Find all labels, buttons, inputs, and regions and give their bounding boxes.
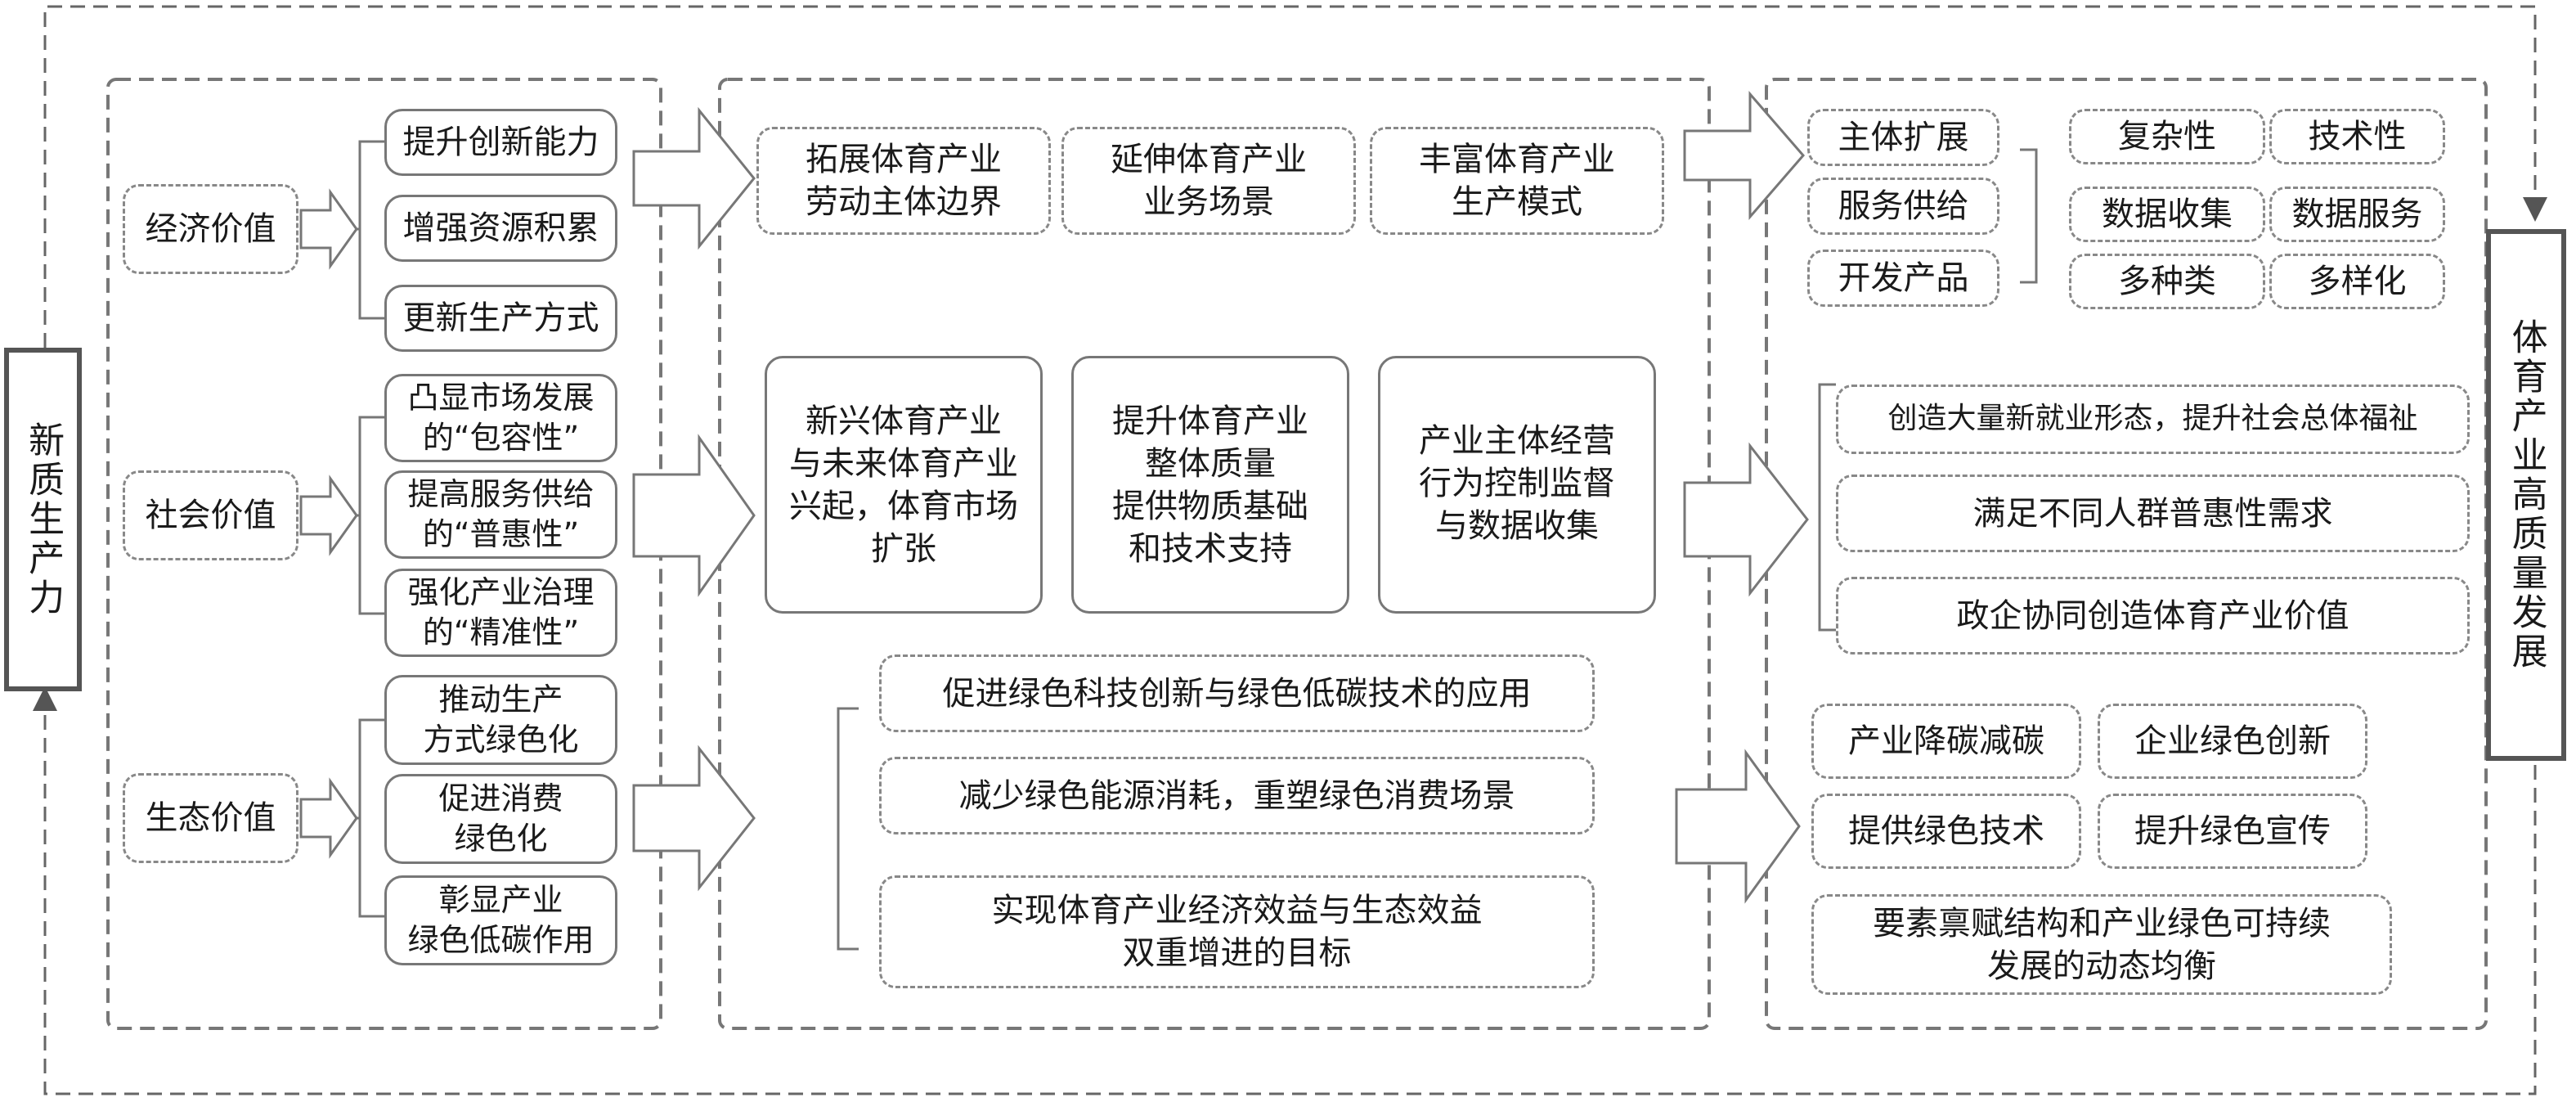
line: 兴起，体育市场	[789, 487, 1018, 525]
line: 提供物质基础	[1112, 487, 1308, 525]
line: 实现体育产业经济效益与生态效益	[991, 892, 1483, 929]
right-mid-item: 政企协同创造体育产业价值	[1836, 577, 2470, 654]
line: 提高服务供给	[407, 475, 595, 512]
right-bottom-grid-item: 提升绿色宣传	[2098, 794, 2367, 869]
right-bottom-grid-item: 提供绿色技术	[1811, 794, 2081, 869]
right-label-high-quality-development: 体育产业高质量发展	[2486, 229, 2566, 761]
social-item: 提高服务供给 的“普惠性”	[384, 470, 617, 559]
line: 业务场景	[1143, 183, 1274, 221]
right-bottom-wide-item: 要素禀赋结构和产业绿色可持续 发展的动态均衡	[1811, 894, 2392, 995]
line: 与未来体育产业	[789, 444, 1018, 483]
social-item: 凸显市场发展 的“包容性”	[384, 374, 617, 462]
brackets	[352, 140, 2038, 951]
line: 劳动主体边界	[806, 183, 1002, 221]
eco-item: 推动生产 方式绿色化	[384, 675, 617, 765]
economic-item: 增强资源积累	[384, 195, 617, 262]
mid-center-item: 新兴体育产业 与未来体育产业 兴起，体育市场 扩张	[765, 356, 1043, 614]
eco-item: 彰显产业 绿色低碳作用	[384, 875, 617, 965]
social-item: 强化产业治理 的“精准性”	[384, 569, 617, 657]
line: 发展的动态均衡	[1987, 947, 2216, 985]
right-mid-item: 满足不同人群普惠性需求	[1836, 475, 2470, 552]
line: 推动生产	[438, 681, 563, 717]
left-label-new-productivity: 新质生产力	[4, 348, 82, 691]
line: 方式绿色化	[423, 722, 579, 758]
line: 的“普惠性”	[422, 516, 580, 552]
right-top-grid-item: 多样化	[2269, 254, 2445, 309]
line: 要素禀赋结构和产业绿色可持续	[1873, 904, 2331, 942]
line: 行为控制监督	[1419, 465, 1615, 502]
mid-center-item: 提升体育产业 整体质量 提供物质基础 和技术支持	[1071, 356, 1349, 614]
line: 新兴体育产业	[806, 402, 1002, 440]
right-top-item: 主体扩展	[1807, 109, 1999, 166]
value-ecological: 生态价值	[123, 773, 298, 863]
line: 彰显产业	[438, 881, 563, 918]
mid-bottom-item: 减少绿色能源消耗，重塑绿色消费场景	[879, 757, 1595, 834]
right-mid-item: 创造大量新就业形态，提升社会总体福祉	[1836, 385, 2470, 454]
line: 的“包容性”	[422, 420, 580, 456]
small-block-arrows	[299, 188, 358, 859]
value-economic: 经济价值	[123, 184, 298, 274]
right-top-item: 服务供给	[1807, 178, 1999, 235]
line: 生产模式	[1452, 183, 1582, 221]
mid-top-item: 丰富体育产业 生产模式	[1370, 127, 1664, 235]
mid-center-item: 产业主体经营 行为控制监督 与数据收集	[1378, 356, 1656, 614]
line: 延伸体育产业	[1111, 141, 1307, 178]
line: 双重增进的目标	[1122, 934, 1352, 972]
line: 强化产业治理	[407, 573, 595, 610]
eco-item: 促进消费 绿色化	[384, 774, 617, 864]
right-top-item: 开发产品	[1807, 250, 1999, 307]
line: 促进消费	[438, 780, 563, 816]
economic-item: 提升创新能力	[384, 109, 617, 176]
right-top-grid-item: 技术性	[2269, 109, 2445, 164]
line: 拓展体育产业	[806, 141, 1002, 178]
mid-top-item: 拓展体育产业 劳动主体边界	[756, 127, 1051, 235]
line: 与数据收集	[1435, 507, 1599, 545]
right-top-grid-item: 多种类	[2069, 254, 2265, 309]
line: 扩张	[871, 529, 936, 568]
outer-loop	[33, 5, 2547, 1095]
right-top-grid-item: 数据服务	[2269, 187, 2445, 242]
value-social: 社会价值	[123, 470, 298, 560]
big-block-arrows	[632, 90, 1809, 904]
right-top-grid-item: 复杂性	[2069, 109, 2265, 164]
line: 凸显市场发展	[407, 379, 595, 416]
mid-bottom-item: 促进绿色科技创新与绿色低碳技术的应用	[879, 654, 1595, 732]
line: 和技术支持	[1129, 529, 1292, 568]
line: 整体质量	[1145, 444, 1276, 483]
mid-top-item: 延伸体育产业 业务场景	[1061, 127, 1356, 235]
line: 绿色低碳作用	[407, 922, 595, 958]
line: 丰富体育产业	[1419, 141, 1615, 178]
line: 的“精准性”	[422, 614, 580, 650]
right-bottom-grid-item: 企业绿色创新	[2098, 704, 2367, 779]
line: 提升体育产业	[1112, 402, 1308, 440]
line: 绿色化	[454, 821, 548, 857]
right-bottom-grid-item: 产业降碳减碳	[1811, 704, 2081, 779]
line: 产业主体经营	[1419, 422, 1615, 460]
mid-bottom-item: 实现体育产业经济效益与生态效益 双重增进的目标	[879, 875, 1595, 988]
economic-item: 更新生产方式	[384, 285, 617, 352]
right-top-grid-item: 数据收集	[2069, 187, 2265, 242]
